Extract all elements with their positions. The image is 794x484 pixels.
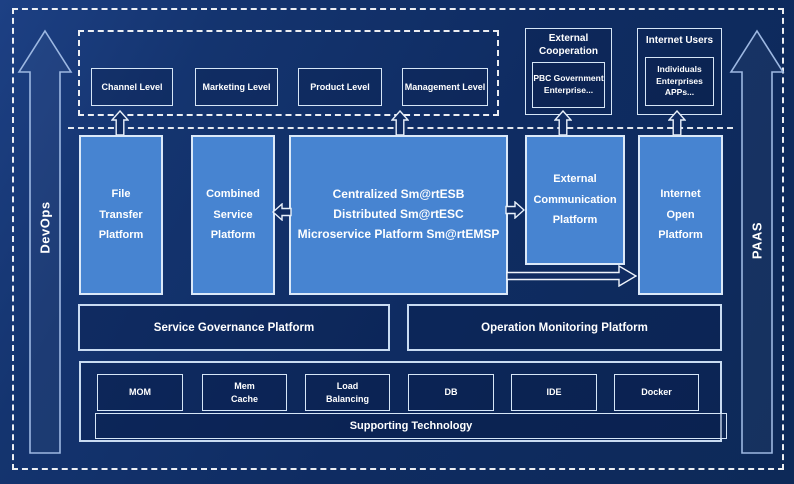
channel-level-box: Channel Level [91, 68, 173, 106]
business-levels-container [78, 30, 499, 116]
internet-open-platform-box: Internet Open Platform [638, 135, 723, 295]
operation-monitoring-platform-box: Operation Monitoring Platform [407, 304, 722, 351]
management-level-box: Management Level [402, 68, 488, 106]
file-transfer-platform-box: File Transfer Platform [79, 135, 163, 295]
long-right-arrow-icon [506, 265, 637, 287]
mom-box: MOM [97, 374, 183, 411]
combined-service-platform-box: Combined Service Platform [191, 135, 275, 295]
external-cooperation-box: External Cooperation PBC Government Ente… [525, 28, 612, 115]
db-box: DB [408, 374, 494, 411]
left-arrow-icon [272, 203, 292, 221]
up-arrow-icon [668, 110, 686, 136]
up-arrow-icon [554, 110, 572, 136]
central-esb-platform-box: Centralized Sm@rtESB Distributed Sm@rtES… [289, 135, 508, 295]
up-arrow-icon [391, 110, 409, 136]
mem-cache-box: Mem Cache [202, 374, 287, 411]
marketing-level-box: Marketing Level [195, 68, 278, 106]
service-governance-platform-box: Service Governance Platform [78, 304, 390, 351]
up-arrow-icon [111, 110, 129, 136]
ide-box: IDE [511, 374, 597, 411]
internet-users-members-box: Individuals Enterprises APPs... [645, 57, 714, 106]
external-communication-platform-box: External Communication Platform [525, 135, 625, 265]
devops-up-arrow-icon [17, 29, 73, 454]
product-level-box: Product Level [298, 68, 382, 106]
load-balancing-box: Load Balancing [305, 374, 390, 411]
internet-users-box: Internet Users Individuals Enterprises A… [637, 28, 722, 115]
diagram-outer-frame [12, 8, 784, 470]
right-arrow-icon [505, 201, 525, 219]
paas-rail-label: PAAS [749, 221, 765, 260]
docker-box: Docker [614, 374, 699, 411]
supporting-technology-banner: Supporting Technology [95, 413, 727, 439]
external-cooperation-title: External Cooperation [539, 33, 598, 57]
external-cooperation-members-box: PBC Government Enterprise... [532, 62, 605, 108]
internet-users-title: Internet Users [645, 35, 714, 46]
paas-up-arrow-icon [729, 29, 785, 454]
devops-rail-label: DevOps [37, 201, 53, 254]
